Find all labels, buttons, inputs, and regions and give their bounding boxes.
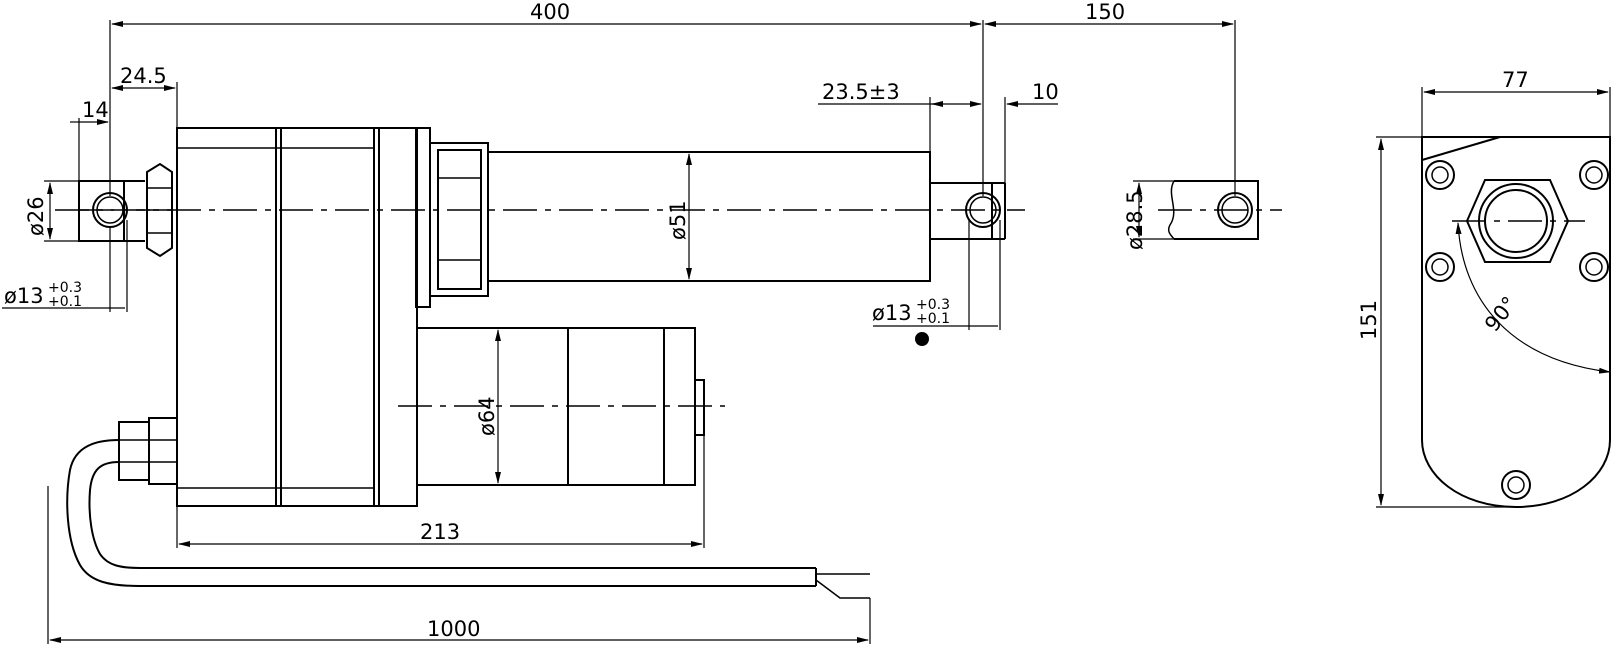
dim-side-eye-diameter: ø28.5 xyxy=(1123,190,1147,250)
dim-front-hole: ø13 xyxy=(872,301,912,325)
dim-14: 14 xyxy=(82,98,109,122)
dim-24-5: 24.5 xyxy=(120,64,167,88)
dim-1000: 1000 xyxy=(427,617,480,641)
cable xyxy=(66,417,870,599)
dim-151: 151 xyxy=(1357,300,1381,340)
dim-rear-eye-diameter: ø26 xyxy=(24,196,48,236)
dim-angle: 90° xyxy=(1480,292,1522,336)
actuator-tube xyxy=(487,151,1006,282)
end-view: 90° 77 151 xyxy=(1357,68,1611,509)
dim-10: 10 xyxy=(1032,80,1059,104)
side-view: 400 150 24.5 14 ø26 ø13 +0.3 +0.1 23.5±3 xyxy=(2,0,1236,644)
gearbox-body xyxy=(176,127,489,507)
rod-eye-detail: ø28.5 xyxy=(1123,180,1282,250)
dim-400: 400 xyxy=(530,0,570,24)
dim-23-5: 23.5±3 xyxy=(822,80,900,104)
front-hole-marker xyxy=(915,332,929,346)
dim-rear-hole-tol-minus: +0.1 xyxy=(48,294,82,310)
dim-77: 77 xyxy=(1502,68,1529,92)
dim-150: 150 xyxy=(1085,0,1125,24)
dim-rod-diameter: ø51 xyxy=(666,200,690,240)
dim-front-hole-tol-minus: +0.1 xyxy=(916,311,950,327)
dim-motor-diameter: ø64 xyxy=(475,396,499,436)
dim-213: 213 xyxy=(420,520,460,544)
dim-front-hole-tol-plus: +0.3 xyxy=(916,297,950,313)
dim-rear-hole-tol-plus: +0.3 xyxy=(48,280,82,296)
dim-rear-hole: ø13 xyxy=(4,284,44,308)
